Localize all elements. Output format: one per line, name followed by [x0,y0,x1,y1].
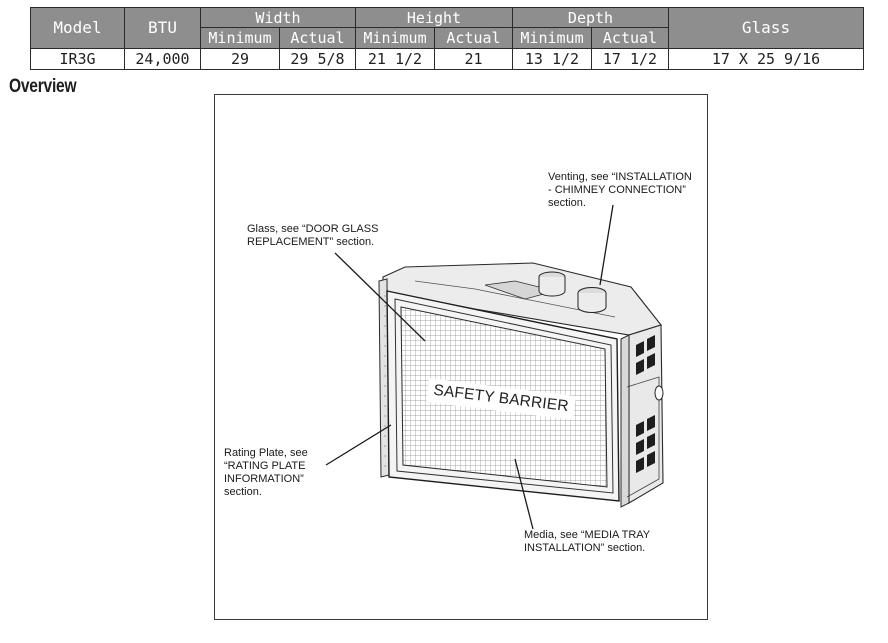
header-width-minimum: Minimum [200,27,280,49]
header-glass: Glass [668,7,864,49]
fireplace-figure: SAFETY BARRIER Venting, see “INSTALLATIO… [214,94,708,620]
callout-rating-line: Rating Plate, see [224,447,308,459]
callout-glass-line: Glass, see “DOOR GLASS [247,223,379,235]
cell-depth-actual: 17 1/2 [591,48,669,70]
header-model: Model [30,7,125,49]
cell-height-min: 21 1/2 [355,48,435,70]
header-height: Height [355,7,513,28]
callout-media-line: Media, see “MEDIA TRAY [524,529,651,541]
callout-media: Media, see “MEDIA TRAY INSTALLATION” sec… [524,529,650,555]
callout-venting-line: section. [548,197,586,209]
header-depth: Depth [512,7,669,28]
overview-heading: Overview [9,76,77,97]
header-width: Width [200,7,356,28]
header-depth-actual: Actual [591,27,669,49]
callout-venting-line: - CHIMNEY CONNECTION” [548,184,686,196]
callout-rating-plate: Rating Plate, see “RATING PLATE INFORMAT… [224,447,308,499]
cell-model: IR3G [30,48,125,70]
callout-rating-line: section. [224,486,262,498]
cell-glass: 17 X 25 9/16 [668,48,864,70]
callout-rating-line: “RATING PLATE [224,460,306,472]
cell-width-actual: 29 5/8 [279,48,356,70]
header-btu: BTU [124,7,201,49]
header-height-actual: Actual [434,27,513,49]
spec-table: Model BTU Width Height Depth Glass Minim… [30,7,864,70]
header-height-minimum: Minimum [355,27,435,49]
callout-glass-line: REPLACEMENT” section. [247,236,375,248]
cell-width-min: 29 [200,48,280,70]
cell-height-actual: 21 [434,48,513,70]
callout-glass: Glass, see “DOOR GLASS REPLACEMENT” sect… [247,223,378,249]
cell-depth-min: 13 1/2 [512,48,592,70]
cell-btu: 24,000 [124,48,201,70]
table-row: IR3G 24,000 29 29 5/8 21 1/2 21 13 1/2 1… [30,48,864,70]
header-width-actual: Actual [279,27,356,49]
callout-media-line: INSTALLATION” section. [524,542,646,554]
callout-rating-line: INFORMATION” [224,473,304,485]
callout-venting: Venting, see “INSTALLATION - CHIMNEY CON… [548,171,692,210]
callout-venting-line: Venting, see “INSTALLATION [548,171,692,183]
header-depth-minimum: Minimum [512,27,592,49]
